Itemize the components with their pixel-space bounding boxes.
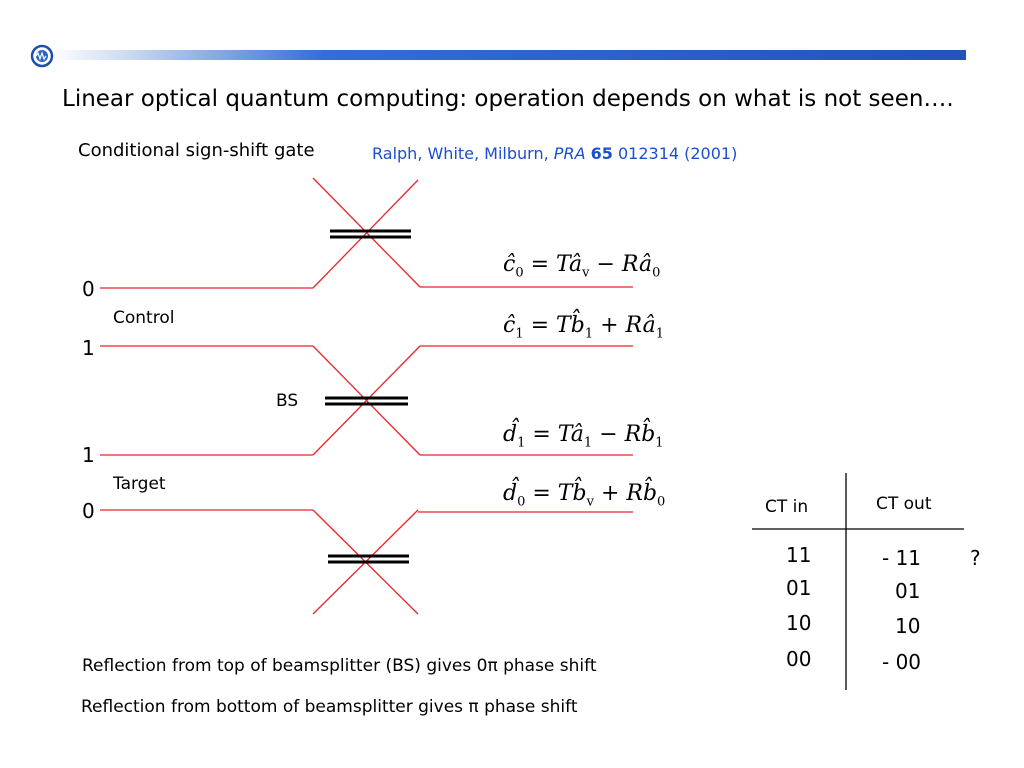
equation-d1: d̂1 = Tâ1 − Rb̂1 <box>503 422 664 451</box>
target-label: Target <box>113 474 166 494</box>
table-row-1-in: 11 <box>786 543 812 567</box>
table-header-out: CT out <box>876 494 932 514</box>
table-row-2-in: 01 <box>786 576 812 600</box>
table-row-2-out: 01 <box>895 579 921 603</box>
beamsplitter-top <box>330 229 411 239</box>
input-label-top: 0 <box>82 277 95 301</box>
table-row-3-out: 10 <box>895 614 921 638</box>
bs-label: BS <box>276 391 299 411</box>
control-label: Control <box>113 308 175 328</box>
caption-top-reflection: Reflection from top of beamsplitter (BS)… <box>82 656 597 676</box>
caption-bottom-reflection: Reflection from bottom of beamsplitter g… <box>81 697 578 717</box>
citation-pages: 012314 (2001) <box>617 144 738 163</box>
input-label-control: 1 <box>82 336 95 360</box>
table-row-3-in: 10 <box>786 611 812 635</box>
header-bar <box>30 44 966 68</box>
citation: Ralph, White, Milburn, PRA 65 012314 (20… <box>372 144 737 163</box>
table-row-4-out: - 00 <box>882 650 922 674</box>
table-header-in: CT in <box>765 497 809 517</box>
beamsplitter-bottom <box>328 554 409 564</box>
table-question-mark: ? <box>970 546 981 570</box>
citation-volume: 65 <box>590 144 613 163</box>
gate-subtitle: Conditional sign-shift gate <box>78 140 315 161</box>
beamsplitter-middle <box>325 396 408 406</box>
equation-d0: d̂0 = Tb̂v + Rb̂0 <box>503 481 666 510</box>
header-gradient-bar <box>50 50 966 60</box>
slide-title: Linear optical quantum computing: operat… <box>62 86 954 112</box>
beam-diag-top-a <box>312 179 419 289</box>
table-row-1-out: - 11 <box>882 546 922 570</box>
table-row-4-in: 00 <box>786 647 812 671</box>
logo-icon <box>30 44 54 68</box>
input-label-target: 1 <box>82 443 95 467</box>
equation-c1: ĉ1 = Tb̂1 + Râ1 <box>503 313 664 342</box>
beam-diag-mid-b <box>312 345 421 456</box>
input-label-bottom: 0 <box>82 499 95 523</box>
citation-authors: Ralph, White, Milburn, <box>372 144 549 163</box>
citation-journal: PRA <box>553 144 586 163</box>
equation-c0: ĉ0 = Tâv − Râ0 <box>503 252 661 281</box>
